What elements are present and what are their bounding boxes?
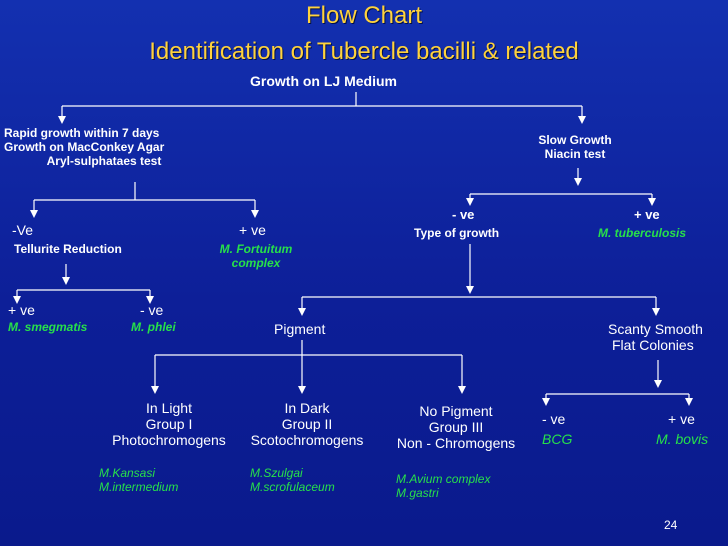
scanty-line2: Flat Colonies xyxy=(612,337,694,354)
group3-line2: Group III xyxy=(428,419,484,436)
node-slow-growth: Slow Growth Niacin test xyxy=(515,133,635,162)
organism-tuberculosis: M. tuberculosis xyxy=(598,226,687,240)
node-scanty-smooth: Scanty Smooth Flat Colonies xyxy=(608,321,703,353)
organisms-group-3: M.Avium complex M.gastri xyxy=(396,472,491,501)
node-type-of-growth: Type of growth xyxy=(414,226,500,240)
node-group-1: In Light Group I Photochromogens xyxy=(99,400,239,448)
group2-line1: In Dark xyxy=(284,400,330,416)
organism-scrofulaceum: M.scrofulaceum xyxy=(250,479,335,494)
node-tellurite-reduction: Tellurite Reduction xyxy=(14,242,122,256)
organism-intermedium: M.intermedium xyxy=(99,479,179,494)
node-scanty-negative: - ve xyxy=(542,411,566,427)
fortuitum-line2: complex xyxy=(231,255,281,270)
node-group-3: No Pigment Group III Non - Chromogens xyxy=(386,403,526,451)
organism-gastri: M.gastri xyxy=(396,485,439,500)
node-rapid-negative: -Ve xyxy=(12,222,34,238)
node-tellurite-negative: - ve xyxy=(140,302,164,318)
node-niacin-positive: + ve xyxy=(634,207,660,222)
title-line1: Flow Chart xyxy=(305,2,423,29)
organisms-group-1: M.Kansasi M.intermedium xyxy=(99,466,179,495)
node-scanty-positive: + ve xyxy=(668,411,695,427)
node-rapid-positive: + ve xyxy=(239,222,266,238)
group2-line3: Scotochromogens xyxy=(250,432,364,449)
organism-smegmatis: M. smegmatis xyxy=(8,320,88,334)
group2-line2: Group II xyxy=(281,416,333,433)
group1-line1: In Light xyxy=(146,400,192,416)
organism-fortuitum: M. Fortuitum complex xyxy=(196,242,316,271)
node-root: Growth on LJ Medium xyxy=(250,73,397,89)
fortuitum-line1: M. Fortuitum xyxy=(219,242,293,256)
title-line2: Identification of Tubercle bacilli & rel… xyxy=(149,38,579,65)
organism-bcg: BCG xyxy=(542,431,573,447)
node-pigment: Pigment xyxy=(274,321,326,337)
organism-bovis: M. bovis xyxy=(656,431,709,447)
group3-line3: Non - Chromogens xyxy=(396,435,516,452)
organism-szulgai: M.Szulgai xyxy=(250,466,303,480)
group3-line1: No Pigment xyxy=(419,403,493,419)
slow-line1: Slow Growth xyxy=(538,133,612,147)
node-group-2: In Dark Group II Scotochromogens xyxy=(237,400,377,448)
page-number: 24 xyxy=(664,518,678,532)
organism-avium-complex: M.Avium complex xyxy=(396,472,491,486)
organism-kansasi: M.Kansasi xyxy=(99,466,156,480)
scanty-line1: Scanty Smooth xyxy=(608,321,703,337)
slow-line2: Niacin test xyxy=(544,146,606,161)
rapid-line3: Aryl-sulphataes test xyxy=(46,153,162,168)
group1-line2: Group I xyxy=(145,416,193,433)
organism-phlei: M. phlei xyxy=(131,320,176,334)
node-niacin-negative: - ve xyxy=(452,207,475,222)
group1-line3: Photochromogens xyxy=(112,432,226,449)
rapid-line2: Growth on MacConkey Agar xyxy=(4,139,165,154)
node-rapid-growth: Rapid growth within 7 days Growth on Mac… xyxy=(4,126,224,168)
rapid-line1: Rapid growth within 7 days xyxy=(4,126,160,140)
organisms-group-2: M.Szulgai M.scrofulaceum xyxy=(250,466,335,495)
node-tellurite-positive: + ve xyxy=(8,302,35,318)
